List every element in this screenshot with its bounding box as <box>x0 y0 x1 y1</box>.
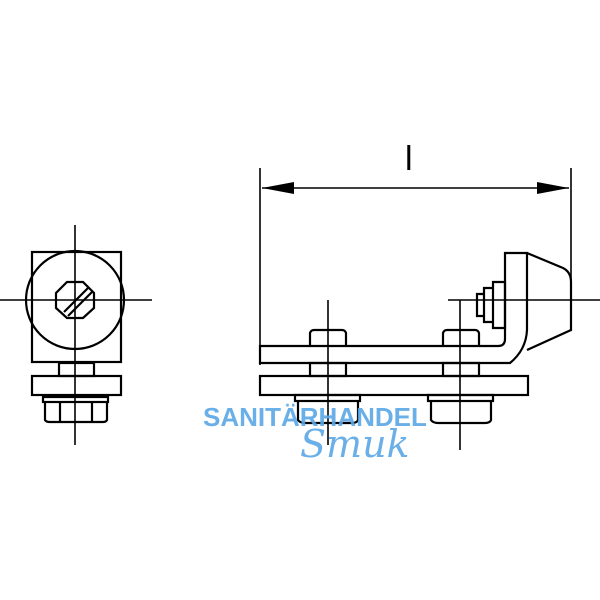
slot-line <box>67 291 93 317</box>
side-nut <box>475 280 507 330</box>
side-view <box>0 225 152 445</box>
roller-cone <box>526 251 573 352</box>
bolt-head <box>441 328 481 346</box>
washer <box>41 395 110 404</box>
watermark-logo: Smuk <box>300 422 410 466</box>
arrow-left-icon <box>262 182 294 194</box>
angle-bracket <box>258 251 529 365</box>
stud <box>57 361 96 378</box>
front-view <box>258 168 600 450</box>
hex-nut <box>43 402 109 424</box>
arrow-right-icon <box>537 182 569 194</box>
watermark-text: SANITÄRHANDEL <box>203 402 427 432</box>
hex-nut <box>429 401 493 425</box>
base-plate <box>258 374 530 397</box>
mounting-plate <box>30 374 123 397</box>
dimension-label: l <box>405 140 413 178</box>
axle-nut <box>54 280 96 320</box>
spacer <box>441 361 481 378</box>
